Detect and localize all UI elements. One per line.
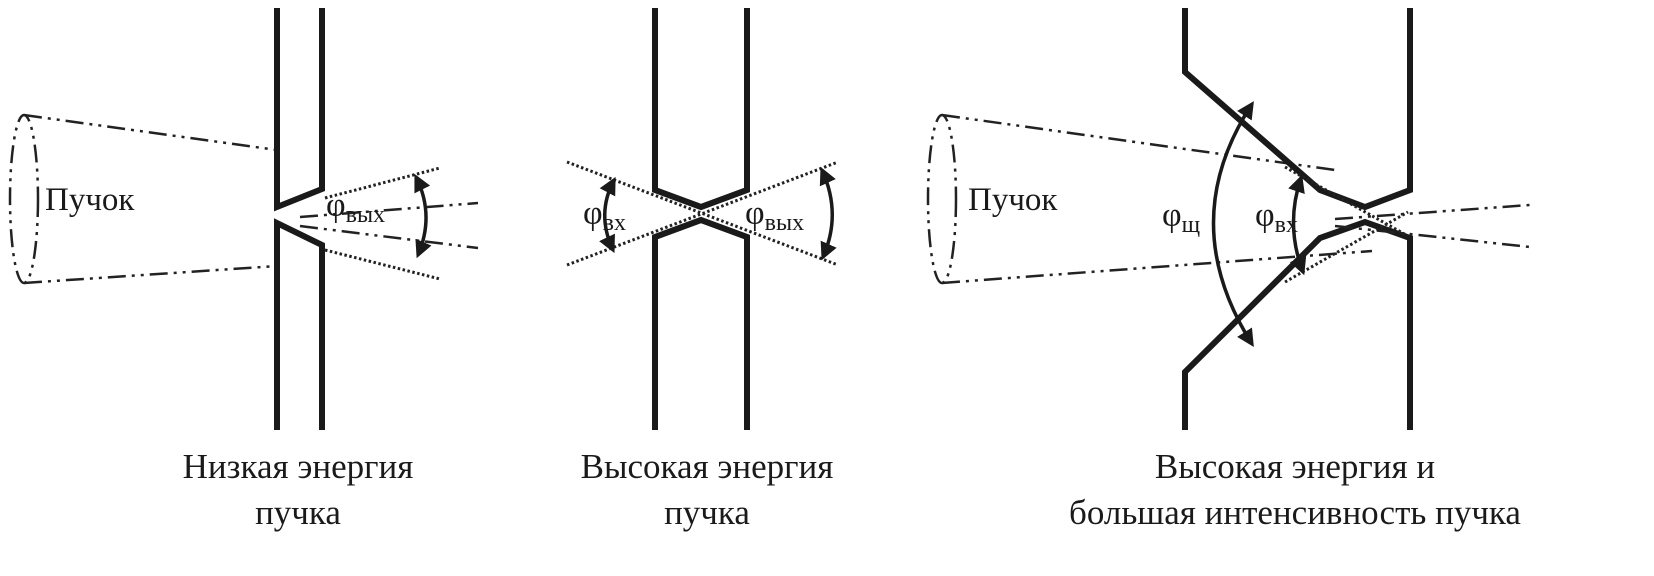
angle-out-label: φвых: [326, 187, 385, 228]
beam-out-top: [299, 201, 479, 219]
beam-cross-section: [926, 113, 958, 285]
caption-line-2: пучка: [255, 493, 341, 532]
beam-edge-top: [23, 113, 278, 152]
caption-line-1: Высокая энергия и: [1155, 447, 1435, 486]
beam-out-bottom: [1334, 224, 1531, 249]
panel-high-energy: φвх φвых Высокая энергия пучка: [566, 8, 839, 532]
panel-high-intensity: Пучок φщ φвх Высокая энергия и большая и…: [926, 8, 1531, 532]
angle-in-label: φвх: [583, 195, 626, 236]
beam-edge-bottom: [941, 249, 1373, 285]
beam-edge-top: [941, 113, 1336, 172]
angle-sh-label: φщ: [1162, 197, 1200, 238]
angle-arrow-out: [819, 166, 837, 261]
wall-bottom: [1182, 218, 1413, 430]
angle-arrow-out: [414, 173, 432, 259]
cone-line-2: [1284, 210, 1409, 284]
beam-cross-section: [8, 113, 40, 285]
cone-line-2: [566, 160, 839, 267]
cone-line-1: [566, 160, 839, 267]
exit-cone-bottom: [324, 248, 441, 281]
beam-out-top: [1334, 203, 1531, 221]
caption-line-1: Низкая энергия: [183, 447, 414, 486]
caption-line-2: пучка: [664, 493, 750, 532]
angle-arrow-sh: [1211, 101, 1254, 347]
beam-out-bottom: [299, 224, 479, 250]
angle-arrow-in: [1288, 174, 1307, 276]
wall-top: [652, 8, 750, 211]
angle-out-label: φвых: [745, 195, 804, 236]
wall-top: [274, 8, 325, 212]
beam-label: Пучок: [45, 182, 135, 218]
wall-bottom: [652, 216, 750, 430]
caption-line-2: большая интенсивность пучка: [1069, 493, 1521, 532]
wall-bottom: [274, 218, 325, 430]
cone-line-1: [1284, 165, 1409, 238]
beam-edge-bottom: [23, 264, 278, 285]
panel-low-energy: Пучок φвых Низкая энергия пучка: [8, 8, 479, 532]
angle-in-label: φвх: [1255, 197, 1298, 238]
caption-line-1: Высокая энергия: [581, 447, 834, 486]
angle-arrow-in: [599, 176, 616, 254]
beam-label: Пучок: [968, 182, 1058, 218]
